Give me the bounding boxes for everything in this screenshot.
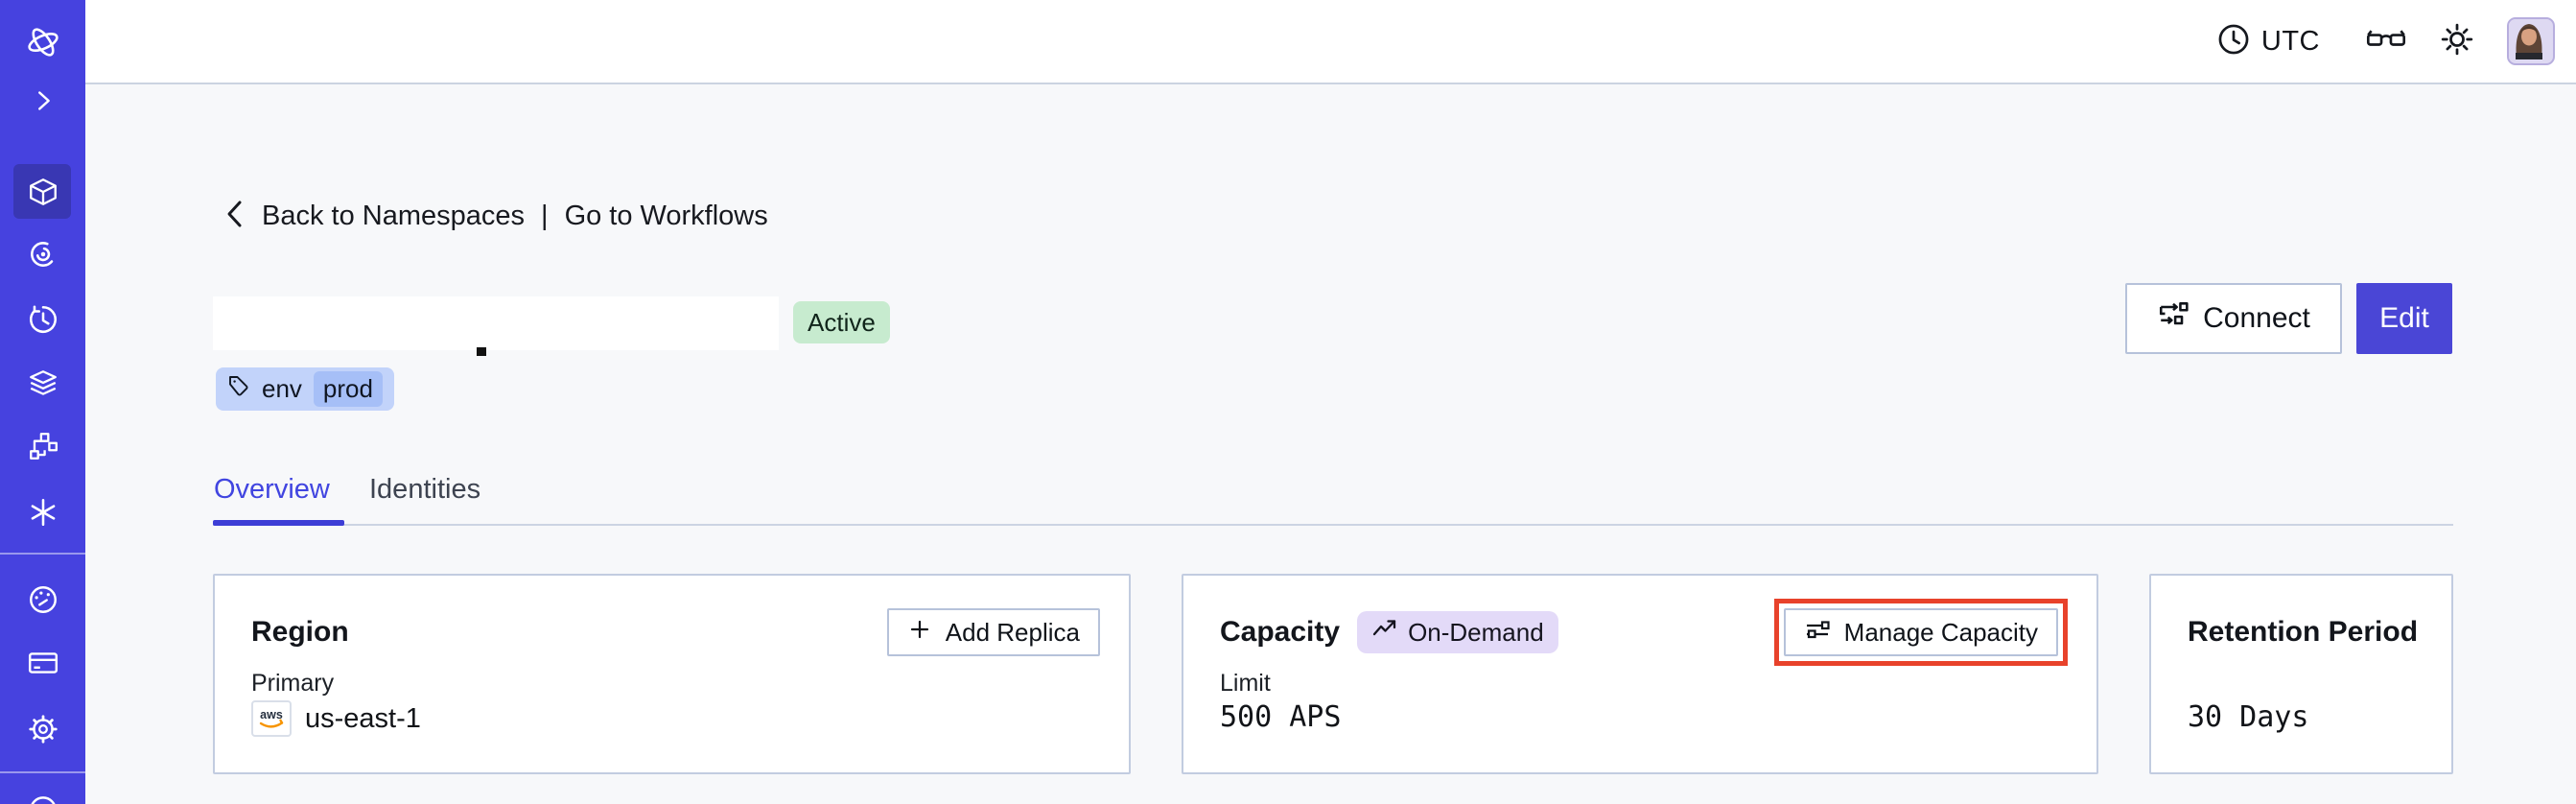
- redaction-artifact: [477, 347, 486, 356]
- breadcrumb: Back to Namespaces | Go to Workflows: [221, 198, 768, 235]
- sidebar-item-layers-icon[interactable]: [0, 367, 85, 400]
- reader-glasses-icon[interactable]: [2365, 22, 2407, 61]
- namespace-title-redacted: [213, 296, 779, 350]
- sidebar-item-history-clock-icon[interactable]: [0, 303, 85, 336]
- topbar: UTC: [85, 0, 2576, 84]
- sidebar-expand-chevron-icon[interactable]: [0, 86, 85, 115]
- namespace-detail-page: Back to Namespaces | Go to Workflows Act…: [85, 86, 2576, 804]
- plus-icon: [907, 617, 932, 649]
- connect-button[interactable]: Connect: [2125, 283, 2342, 354]
- manage-capacity-button[interactable]: Manage Capacity: [1783, 608, 2058, 656]
- sidebar-item-workflow-branch-icon[interactable]: [0, 430, 85, 462]
- retention-card-title: Retention Period: [2188, 616, 2419, 648]
- annotation-highlight-box: Manage Capacity: [1773, 599, 2068, 666]
- temporal-logo-icon[interactable]: [0, 24, 85, 60]
- timezone-label: UTC: [2260, 25, 2320, 57]
- back-to-namespaces-link[interactable]: Back to Namespaces: [262, 201, 526, 231]
- capacity-card-title: Capacity: [1220, 616, 1341, 648]
- add-replica-label: Add Replica: [945, 617, 1080, 647]
- sidebar-item-settings-gear-icon[interactable]: [0, 713, 85, 745]
- sidebar-divider: [0, 771, 85, 773]
- on-demand-badge: On-Demand: [1357, 611, 1558, 653]
- sidebar-item-asterisk-icon[interactable]: [0, 496, 85, 529]
- sidebar-item-billing-card-icon[interactable]: [0, 647, 85, 679]
- sidebar-item-partial-bottom-icon[interactable]: [0, 792, 85, 804]
- region-value: us-east-1: [305, 702, 421, 734]
- tag-icon: [227, 374, 250, 404]
- region-card: Region Add Replica Primary aws: [213, 574, 1131, 774]
- connect-icon: [2157, 298, 2190, 339]
- trending-up-icon: [1371, 616, 1398, 650]
- tab-overview[interactable]: Overview: [214, 474, 330, 505]
- clock-icon: [2216, 22, 2251, 61]
- light-theme-sun-icon[interactable]: [2439, 21, 2475, 62]
- svg-text:aws: aws: [260, 708, 283, 721]
- region-field-label: Primary: [251, 670, 335, 697]
- capacity-field-label: Limit: [1220, 670, 1271, 697]
- back-chevron-icon[interactable]: [221, 198, 249, 235]
- active-tab-underline: [213, 520, 344, 526]
- capacity-card: Capacity On-Demand: [1182, 574, 2098, 774]
- connect-button-label: Connect: [2203, 302, 2310, 334]
- go-to-workflows-link[interactable]: Go to Workflows: [564, 201, 768, 231]
- status-badge: Active: [793, 301, 890, 343]
- add-replica-button[interactable]: Add Replica: [886, 608, 1100, 656]
- sidebar-item-spiral-icon[interactable]: [0, 238, 85, 271]
- retention-value: 30 Days: [2188, 700, 2309, 734]
- tag-value: prod: [313, 371, 383, 407]
- edit-button-label: Edit: [2379, 302, 2429, 334]
- tag-key: env: [262, 374, 302, 403]
- sidebar-divider: [0, 553, 85, 555]
- timezone-selector[interactable]: UTC: [2216, 22, 2320, 61]
- on-demand-badge-label: On-Demand: [1408, 617, 1544, 647]
- capacity-value: 500 APS: [1220, 700, 1342, 734]
- tab-identities[interactable]: Identities: [369, 474, 481, 505]
- aws-logo-icon: aws: [251, 700, 292, 737]
- retention-card: Retention Period 30 Days: [2149, 574, 2453, 774]
- link-separator: |: [541, 201, 549, 231]
- manage-capacity-label: Manage Capacity: [1843, 617, 2038, 647]
- sidebar: [0, 0, 85, 804]
- edit-button[interactable]: Edit: [2356, 283, 2452, 354]
- sliders-icon: [1804, 616, 1831, 650]
- tabs-divider-line: [213, 524, 2453, 526]
- region-card-title: Region: [251, 616, 349, 648]
- tag-chip-env-prod[interactable]: env prod: [216, 367, 394, 411]
- sidebar-item-namespaces-cube-icon[interactable]: [0, 176, 85, 208]
- user-avatar[interactable]: [2507, 17, 2555, 65]
- sidebar-item-usage-gauge-icon[interactable]: [0, 583, 85, 616]
